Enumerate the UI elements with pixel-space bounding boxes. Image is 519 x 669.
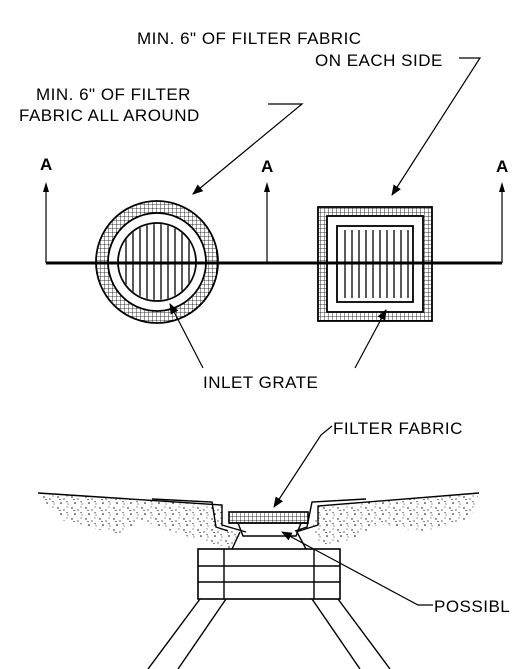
filter-fabric-right [294, 498, 367, 532]
plan-view: A A A [40, 155, 508, 324]
section-marker-right: A [496, 157, 508, 263]
label-filter-fabric: FILTER FABRIC [273, 419, 463, 508]
label-square-fabric-line2: ON EACH SIDE [315, 51, 443, 70]
soil-left [38, 493, 240, 548]
label-round-fabric-line2: FABRIC ALL AROUND [19, 106, 200, 125]
section-marker-left: A [40, 155, 52, 263]
section-marker-center: A [261, 157, 273, 263]
label-inlet-grate: INLET GRATE [169, 303, 387, 392]
label-round-fabric-line1: MIN. 6" OF FILTER [36, 85, 191, 104]
section-mark-a-right: A [496, 157, 508, 176]
label-round-fabric: MIN. 6" OF FILTER FABRIC ALL AROUND [19, 85, 304, 195]
section-mark-a-left: A [40, 155, 52, 174]
filter-fabric-left [151, 498, 229, 532]
label-possible: POSSIBL [281, 531, 510, 616]
section-view [37, 492, 480, 669]
label-possible-text: POSSIBL [434, 597, 510, 616]
inlet-structure [147, 531, 391, 669]
label-filter-fabric-text: FILTER FABRIC [333, 419, 463, 438]
label-square-fabric-line1: MIN. 6" OF FILTER FABRIC [137, 29, 362, 48]
soil-right [312, 493, 479, 545]
label-square-fabric: MIN. 6" OF FILTER FABRIC ON EACH SIDE [137, 29, 482, 196]
section-mark-a-center: A [261, 157, 273, 176]
section-grate [228, 511, 309, 524]
label-inlet-grate-text: INLET GRATE [203, 373, 318, 392]
